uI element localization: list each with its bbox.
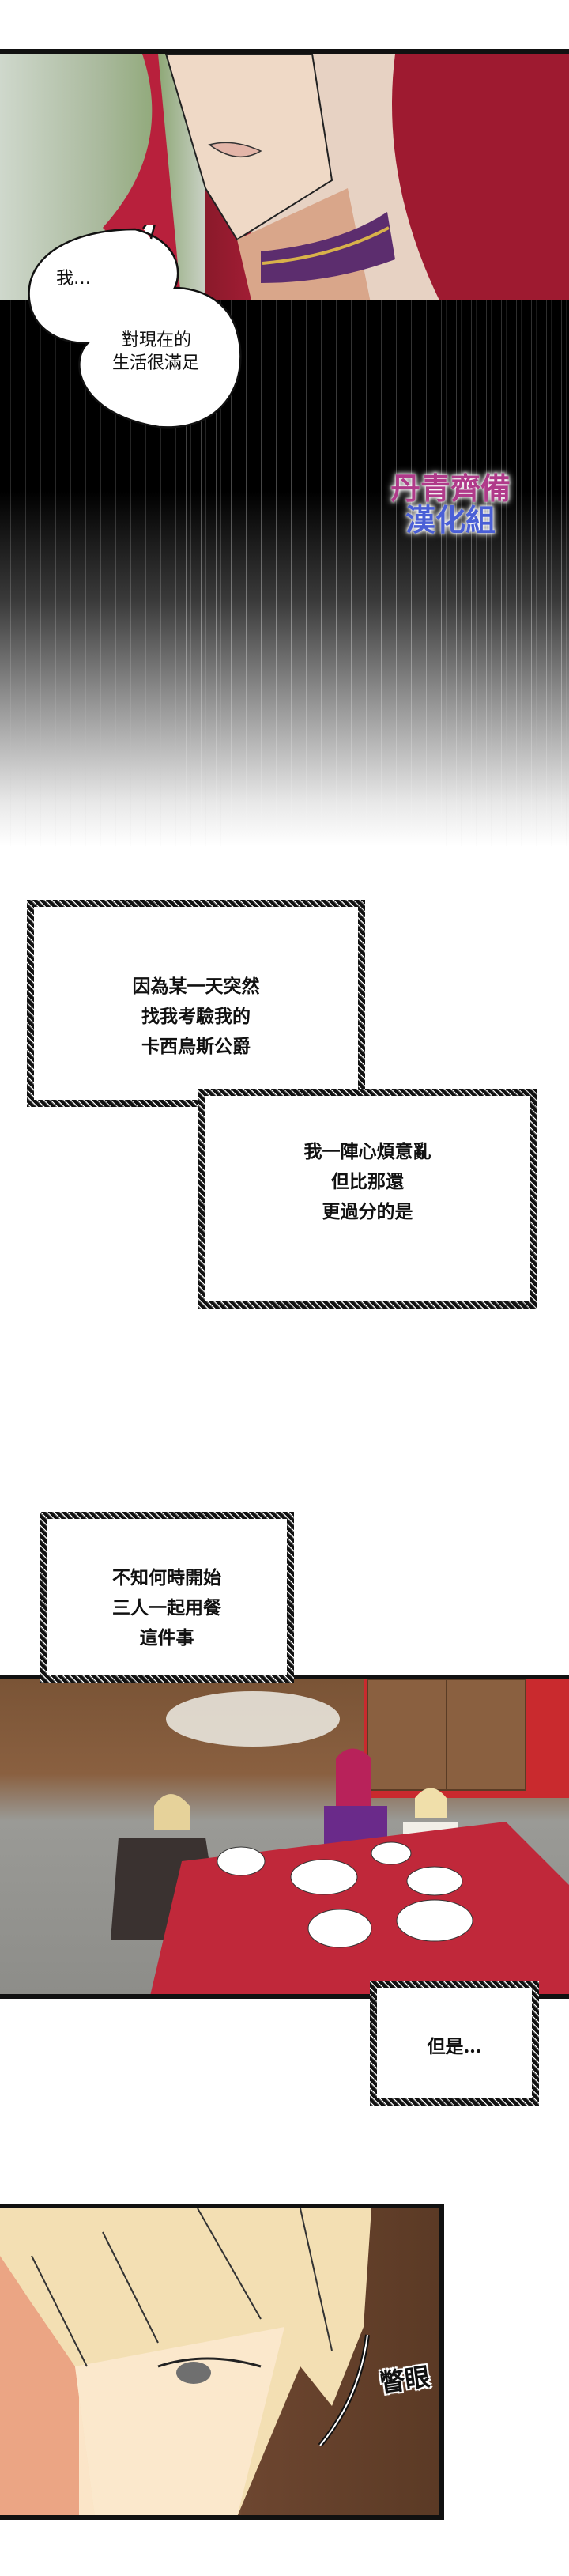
caption-2-line-3: 更過分的是 — [322, 1201, 413, 1222]
panel-glance-closeup — [0, 2204, 444, 2520]
speech-bubble-shape — [28, 225, 242, 429]
watermark-line-1: 丹青齊備 — [390, 470, 511, 506]
speech-line-2: 對現在的 — [122, 330, 192, 350]
speech-bubble: 我… 對現在的 生活很滿足 — [24, 225, 247, 432]
caption-4-text: 但是… — [427, 2036, 482, 2057]
speech-line-3: 生活很滿足 — [112, 353, 200, 373]
translator-watermark-logo: 丹青齊備 漢化組 — [348, 473, 553, 536]
caption-3-line-2: 三人一起用餐 — [112, 1597, 221, 1618]
watermark-line-2: 漢化組 — [405, 502, 496, 538]
narration-box-3: 不知何時開始 三人一起用餐 這件事 — [40, 1512, 294, 1683]
woman-illustration — [103, 54, 569, 302]
narration-box-2: 我一陣心煩意亂 但比那還 更過分的是 — [198, 1089, 537, 1309]
panel-woman-closeup — [0, 49, 569, 302]
glance-illustration — [0, 2208, 371, 2515]
caption-2-line-2: 但比那還 — [331, 1171, 404, 1192]
speech-line-1: 我… — [56, 269, 92, 289]
sound-effect-glance: 瞥眼 — [377, 2361, 432, 2399]
dining-illustration — [111, 1679, 569, 1994]
caption-3-line-3: 這件事 — [139, 1627, 194, 1649]
caption-2-line-1: 我一陣心煩意亂 — [303, 1141, 431, 1162]
caption-1-line-3: 卡西烏斯公爵 — [141, 1036, 251, 1057]
narration-box-4: 但是… — [370, 1981, 539, 2106]
caption-1-line-1: 因為某一天突然 — [132, 976, 260, 997]
caption-1-line-2: 找我考驗我的 — [141, 1006, 251, 1027]
caption-3-line-1: 不知何時開始 — [112, 1567, 221, 1588]
panel-dining-room — [0, 1675, 569, 1999]
narration-box-1: 因為某一天突然 找我考驗我的 卡西烏斯公爵 — [27, 900, 365, 1107]
